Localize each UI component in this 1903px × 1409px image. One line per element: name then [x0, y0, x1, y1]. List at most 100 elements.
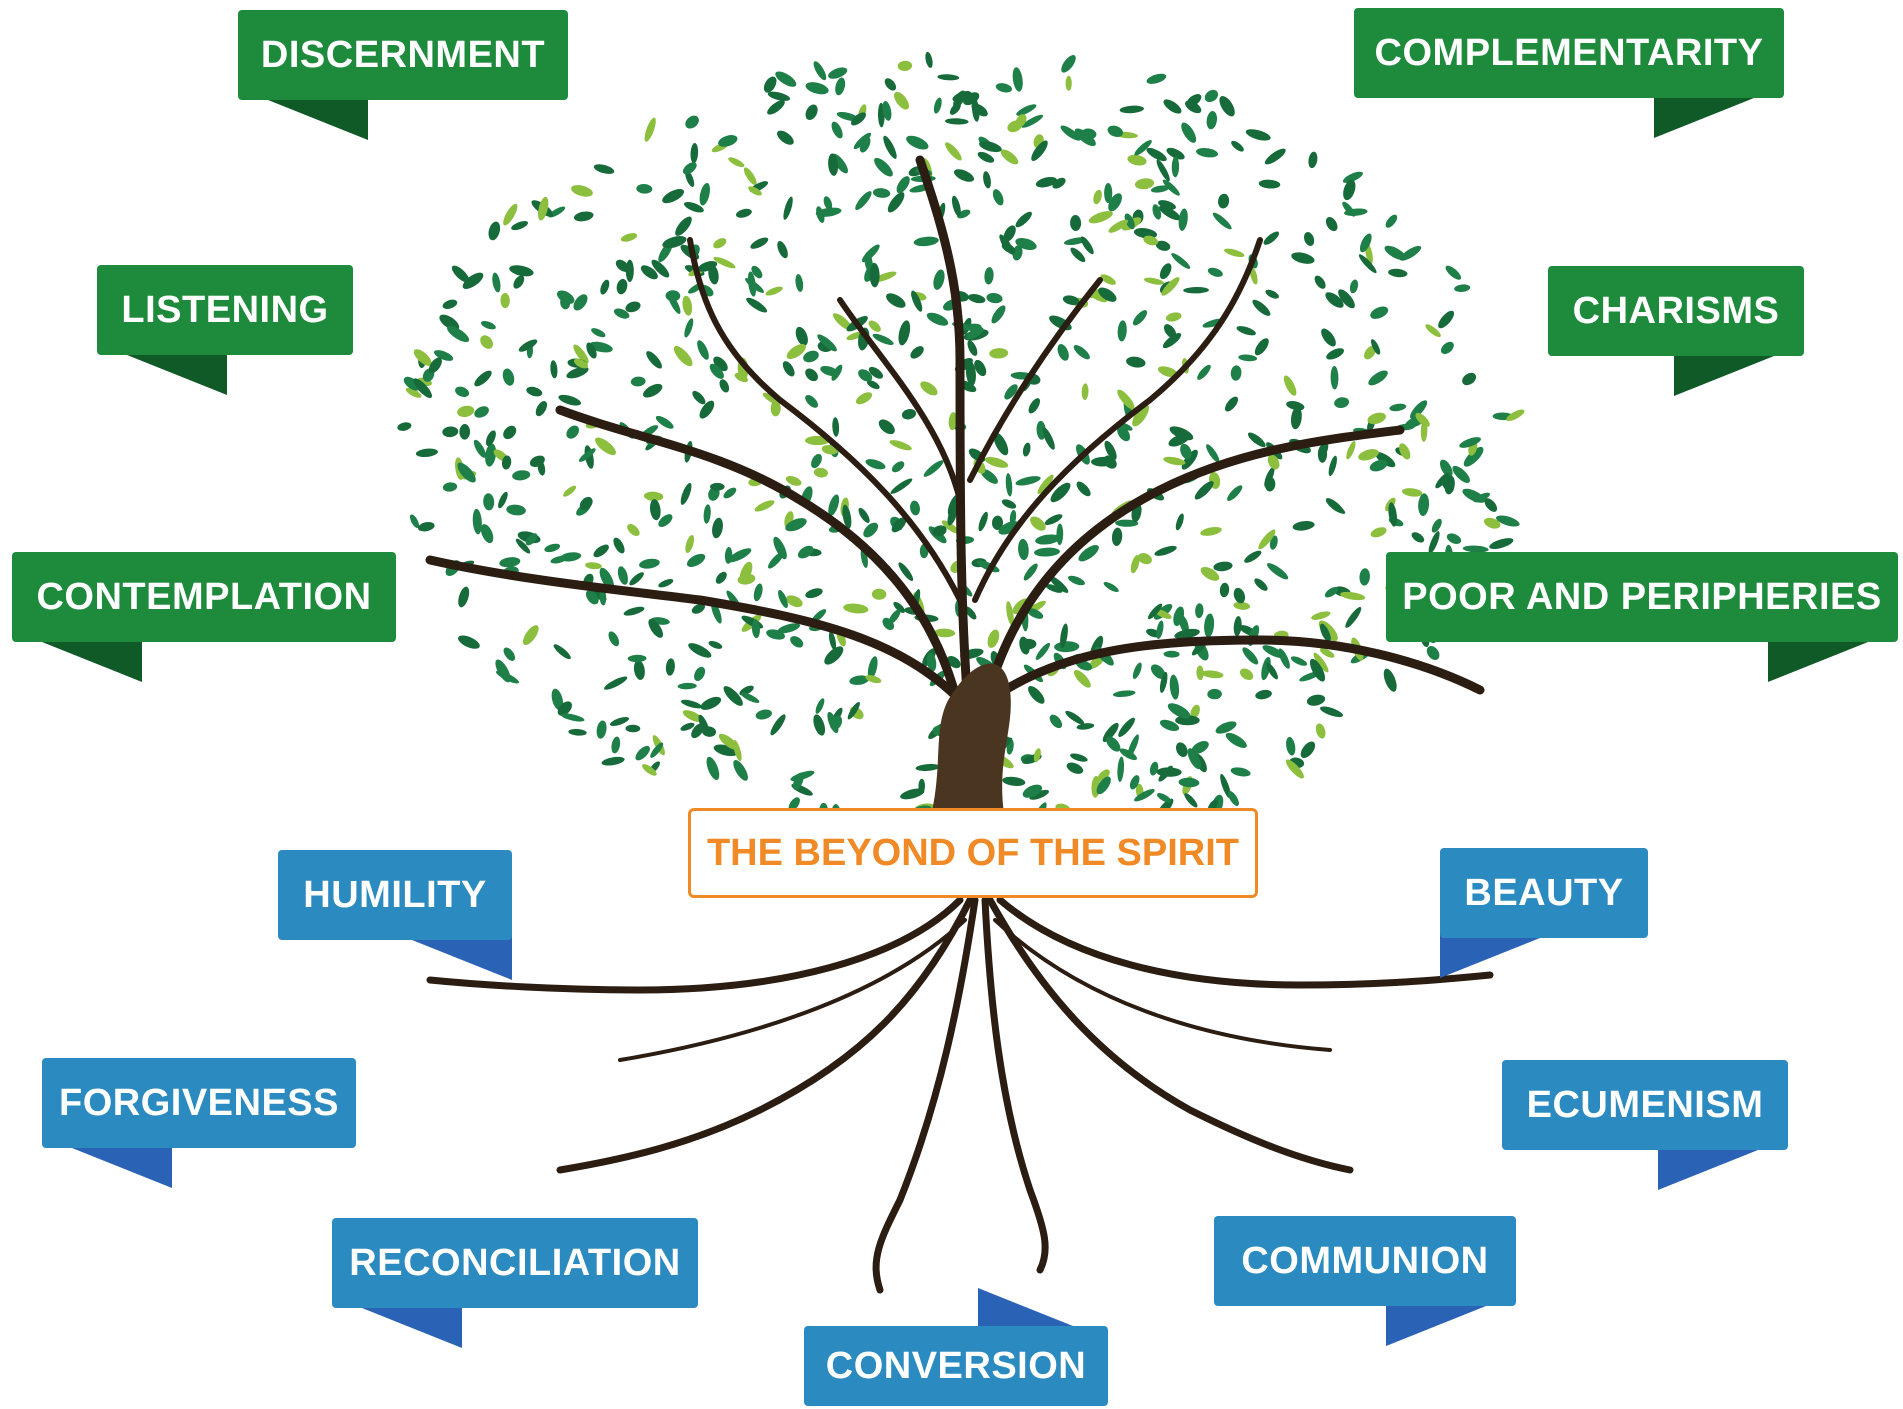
leaf: [474, 370, 492, 387]
leaf: [1076, 723, 1095, 730]
leaf: [793, 772, 804, 791]
leaf: [1308, 151, 1318, 169]
leaf: [1236, 326, 1256, 336]
leaf: [1150, 185, 1170, 193]
leaf: [805, 368, 818, 382]
leaf: [492, 272, 501, 293]
ribbon-label: POOR AND PERIPHERIES: [1386, 552, 1898, 642]
leaf: [977, 151, 995, 163]
leaf: [1028, 398, 1041, 414]
leaf: [1324, 586, 1339, 598]
leaf: [755, 709, 772, 720]
leaf: [1028, 686, 1045, 704]
root: [618, 918, 967, 1062]
leaf: [925, 51, 933, 68]
leaf: [1081, 383, 1089, 400]
root: [981, 896, 1049, 1274]
leaf: [586, 342, 597, 359]
leaf: [750, 237, 769, 249]
leaf: [566, 425, 579, 439]
leaf: [1158, 200, 1176, 210]
leaf: [805, 588, 823, 599]
leaf: [768, 551, 784, 569]
leaf: [1068, 575, 1085, 586]
leaf: [630, 376, 646, 387]
leaf: [887, 192, 905, 213]
leaf: [891, 517, 907, 533]
leaf: [718, 733, 739, 750]
leaf: [403, 376, 421, 391]
leaf: [457, 462, 476, 483]
leaf: [811, 453, 822, 469]
leaf: [1319, 648, 1335, 658]
leaf: [522, 625, 539, 646]
leaf: [865, 675, 882, 684]
leaf: [746, 297, 768, 313]
leaf: [886, 293, 906, 308]
leaf: [1319, 623, 1331, 642]
leaf: [786, 343, 806, 360]
branch: [425, 555, 965, 705]
leaf: [718, 135, 738, 147]
leaf: [984, 267, 994, 285]
leaf: [1358, 254, 1377, 274]
leaf: [665, 290, 681, 302]
leaf: [585, 562, 602, 570]
leaf: [872, 333, 894, 345]
leaf: [858, 507, 870, 523]
leaf: [1143, 235, 1159, 246]
leaf: [795, 326, 808, 346]
leaf: [1080, 236, 1094, 255]
leaf: [920, 381, 938, 396]
leaf: [855, 392, 873, 405]
leaf: [512, 470, 531, 481]
leaf: [485, 430, 496, 447]
leaf: [1195, 147, 1219, 158]
root: [872, 896, 979, 1294]
leaf: [627, 523, 640, 537]
tree-canopy: [397, 51, 1525, 847]
leaf: [665, 658, 675, 676]
leaf: [1255, 689, 1272, 700]
leaf: [824, 646, 844, 665]
leaf: [1410, 400, 1428, 419]
ribbon-listening: LISTENING: [97, 265, 353, 395]
leaf: [1254, 578, 1268, 591]
leaf: [727, 548, 752, 563]
leaf: [745, 278, 764, 293]
leaf: [1175, 715, 1200, 726]
leaf: [999, 234, 1014, 255]
root: [993, 918, 1332, 1052]
leaf: [977, 560, 1000, 573]
leaf: [1179, 615, 1189, 634]
leaf: [813, 714, 826, 736]
leaf: [1102, 722, 1119, 743]
leaf: [1005, 473, 1013, 497]
leaf: [568, 728, 587, 736]
leaf: [1149, 761, 1159, 776]
leaf: [1031, 140, 1048, 161]
leaf: [1037, 474, 1054, 494]
leaf: [503, 647, 516, 661]
leaf: [655, 415, 674, 429]
ribbon-label: FORGIVENESS: [42, 1058, 356, 1148]
leaf: [803, 350, 819, 363]
leaf: [1313, 652, 1329, 673]
leaf: [1035, 642, 1051, 660]
leaf: [680, 482, 692, 505]
branch: [837, 297, 963, 503]
leaf: [501, 455, 512, 470]
leaf: [1033, 748, 1041, 763]
leaf: [439, 314, 460, 331]
leaf: [951, 195, 961, 217]
leaf: [843, 603, 869, 614]
leaf: [991, 305, 1006, 324]
leaf: [1018, 538, 1029, 561]
leaf: [805, 104, 818, 121]
leaf: [971, 98, 980, 122]
leaf: [1264, 148, 1286, 165]
leaf: [1060, 623, 1068, 648]
leaf: [1375, 452, 1396, 468]
leaf: [974, 359, 987, 377]
leaf: [882, 101, 892, 121]
